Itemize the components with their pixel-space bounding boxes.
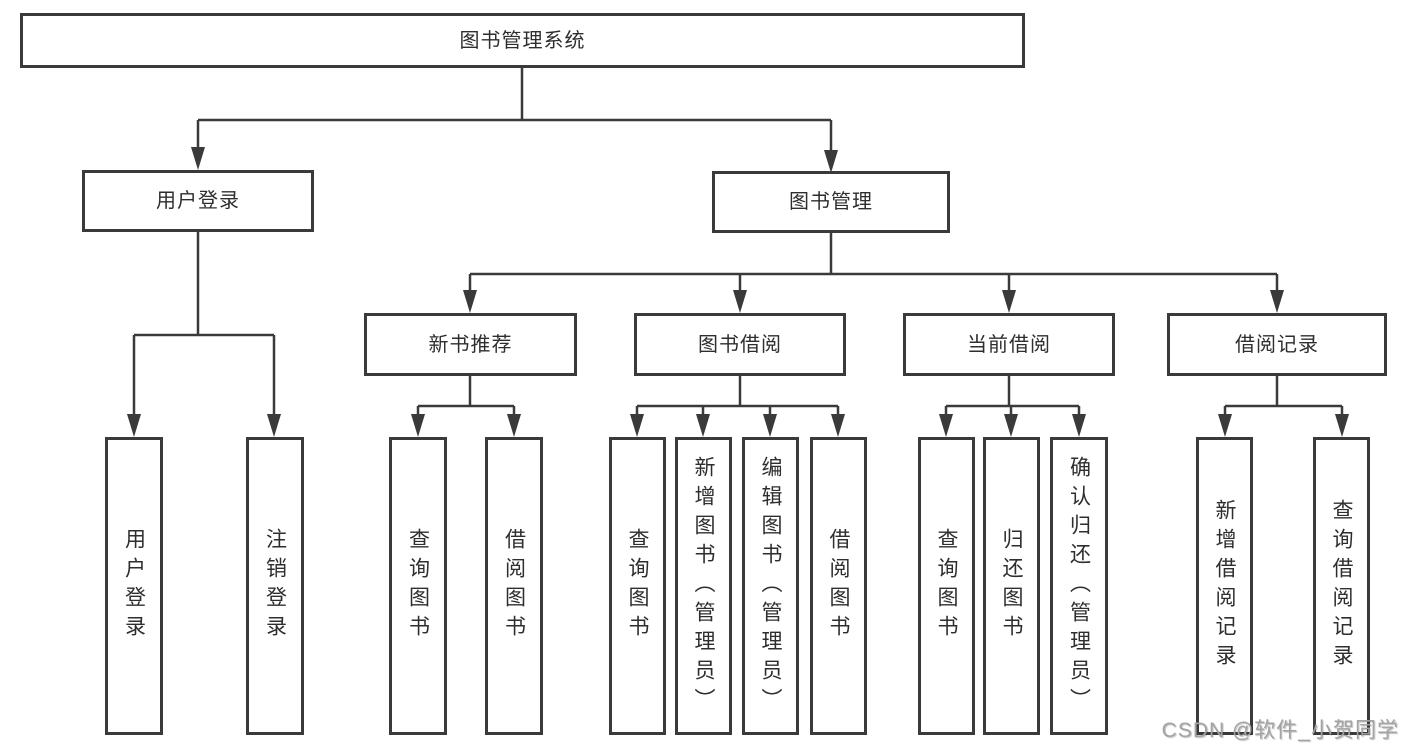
leaf-add-borrow-record: 新增借阅记录 (1196, 437, 1253, 735)
node-label: 查询图书 (406, 528, 430, 644)
node-book-borrow: 图书借阅 (634, 313, 846, 376)
node-label: 图书管理系统 (459, 29, 586, 52)
node-label: 归还图书 (1000, 528, 1023, 644)
leaf-edit-book-admin: 编辑图书（管理员） (742, 437, 799, 735)
node-book-management: 图书管理 (712, 171, 950, 233)
node-label: 查询借阅记录 (1330, 499, 1353, 673)
node-current-borrow: 当前借阅 (903, 313, 1115, 376)
node-label: 新书推荐 (428, 333, 513, 356)
leaf-borrow-book-recommend: 借阅图书 (485, 437, 543, 735)
node-label: 编辑图书（管理员） (759, 455, 782, 717)
node-label: 借阅图书 (827, 528, 850, 644)
leaf-logout: 注销登录 (246, 437, 304, 735)
node-new-book-recommend: 新书推荐 (364, 313, 577, 376)
node-user-login: 用户登录 (82, 170, 314, 232)
node-label: 用户登录 (156, 190, 240, 212)
node-label: 当前借阅 (967, 333, 1051, 356)
node-label: 查询图书 (626, 528, 649, 644)
node-label: 新增图书（管理员） (692, 455, 715, 717)
leaf-query-book-current: 查询图书 (918, 437, 975, 735)
leaf-user-login: 用户登录 (105, 437, 163, 735)
node-borrow-records: 借阅记录 (1167, 313, 1387, 376)
node-label: 注销登录 (263, 528, 287, 644)
node-label: 借阅记录 (1235, 333, 1319, 356)
leaf-borrow-book: 借阅图书 (810, 437, 867, 735)
leaf-query-book-recommend: 查询图书 (389, 437, 447, 735)
leaf-confirm-return-admin: 确认归还（管理员） (1050, 437, 1108, 735)
node-label: 图书管理 (789, 191, 873, 213)
leaf-add-book-admin: 新增图书（管理员） (675, 437, 732, 735)
node-label: 用户登录 (122, 528, 146, 644)
node-label: 新增借阅记录 (1213, 499, 1236, 673)
leaf-return-book: 归还图书 (983, 437, 1040, 735)
node-label: 图书借阅 (698, 333, 782, 356)
node-library-management-system: 图书管理系统 (20, 13, 1025, 68)
leaf-query-borrow-record: 查询借阅记录 (1313, 437, 1370, 735)
leaf-query-book-borrow: 查询图书 (609, 437, 666, 735)
csdn-watermark: CSDN @软件_小贺同学 (1161, 719, 1399, 742)
node-label: 查询图书 (935, 528, 958, 644)
node-label: 借阅图书 (502, 528, 526, 644)
node-label: 确认归还（管理员） (1067, 455, 1091, 717)
